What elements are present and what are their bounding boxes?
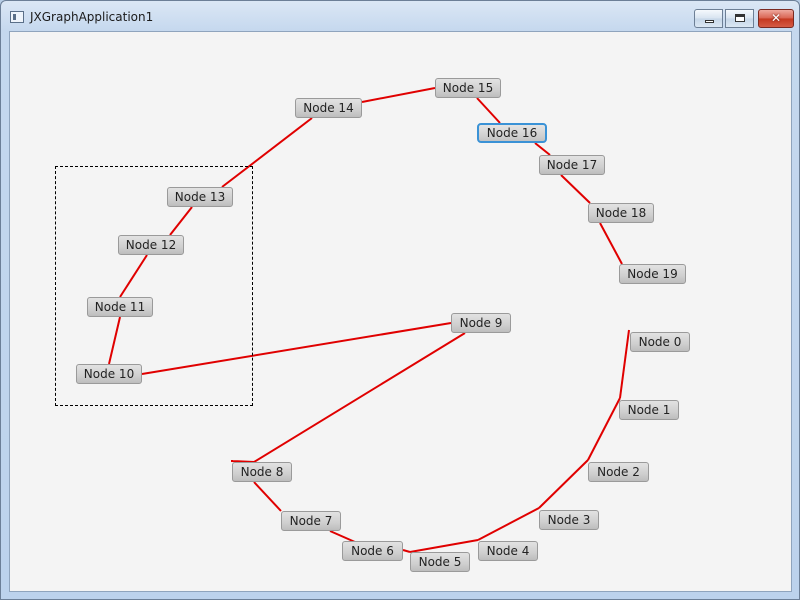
window-title: JXGraphApplication1 [30, 10, 154, 24]
rubber-band-selection [55, 166, 253, 406]
graph-node-13[interactable]: Node 13 [167, 187, 233, 207]
graph-node-2[interactable]: Node 2 [588, 462, 649, 482]
close-button[interactable]: ✕ [758, 9, 794, 28]
graph-node-19[interactable]: Node 19 [619, 264, 686, 284]
edge-node-1-to-node-2[interactable] [587, 397, 621, 461]
edge-node-7-to-node-8[interactable] [253, 481, 282, 512]
edge-node-18-to-node-19[interactable] [599, 222, 623, 265]
edge-node-14-to-node-15[interactable] [361, 87, 436, 103]
title-bar[interactable]: JXGraphApplication1 ✕ [1, 1, 799, 31]
minimize-icon [705, 20, 714, 23]
edge-node-8-to-node-9[interactable] [231, 332, 466, 464]
graph-node-9[interactable]: Node 9 [451, 313, 511, 333]
edge-node-0-to-node-1[interactable] [619, 329, 630, 399]
edge-node-6-to-node-7[interactable] [329, 530, 356, 543]
graph-node-15[interactable]: Node 15 [435, 78, 501, 98]
edge-node-16-to-node-17[interactable] [534, 142, 551, 156]
graph-node-1[interactable]: Node 1 [619, 400, 679, 420]
edge-node-17-to-node-18[interactable] [560, 174, 591, 204]
graph-node-4[interactable]: Node 4 [478, 541, 538, 561]
maximize-icon [735, 14, 745, 22]
graph-node-3[interactable]: Node 3 [539, 510, 599, 530]
edge-node-4-to-node-5[interactable] [409, 539, 479, 553]
edge-node-2-to-node-3[interactable] [538, 459, 589, 509]
graph-node-8[interactable]: Node 8 [232, 462, 292, 482]
graph-node-0[interactable]: Node 0 [630, 332, 690, 352]
edge-node-10-to-node-11[interactable] [108, 316, 121, 365]
edge-node-3-to-node-4[interactable] [477, 507, 540, 541]
edge-node-15-to-node-16[interactable] [476, 97, 501, 124]
graph-node-10[interactable]: Node 10 [76, 364, 142, 384]
maximize-button[interactable] [725, 9, 754, 28]
graph-node-17[interactable]: Node 17 [539, 155, 605, 175]
graph-node-6[interactable]: Node 6 [342, 541, 403, 561]
graph-node-11[interactable]: Node 11 [87, 297, 153, 317]
edge-node-11-to-node-12[interactable] [119, 254, 148, 298]
graph-node-14[interactable]: Node 14 [295, 98, 362, 118]
graph-node-5[interactable]: Node 5 [410, 552, 470, 572]
edge-node-12-to-node-13[interactable] [169, 206, 193, 236]
graph-node-12[interactable]: Node 12 [118, 235, 184, 255]
graph-node-18[interactable]: Node 18 [588, 203, 654, 223]
close-icon: ✕ [770, 11, 782, 25]
edge-layer [108, 87, 630, 553]
graph-node-16[interactable]: Node 16 [477, 123, 547, 143]
minimize-button[interactable] [694, 9, 723, 28]
edge-node-5-to-node-6[interactable] [402, 549, 411, 553]
edge-node-9-to-node-10[interactable] [141, 322, 452, 375]
edge-node-13-to-node-14[interactable] [221, 117, 313, 188]
graph-node-7[interactable]: Node 7 [281, 511, 341, 531]
app-icon [10, 11, 24, 23]
